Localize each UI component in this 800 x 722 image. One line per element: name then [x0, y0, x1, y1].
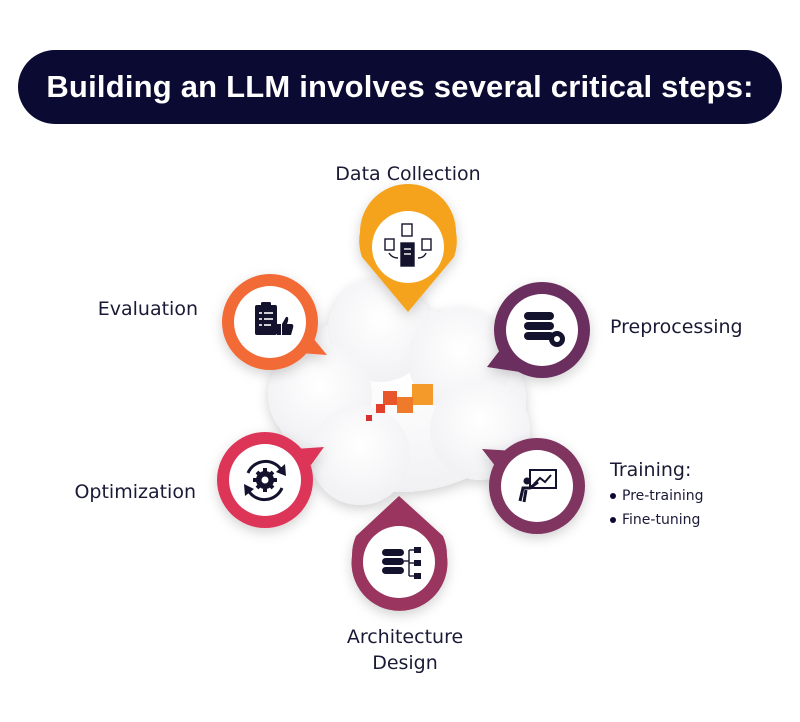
training-sub-item: Pre-training [610, 484, 704, 508]
presentation-board-icon [518, 469, 557, 503]
label-architecture-design: Architecture Design [320, 624, 490, 676]
label-data-collection: Data Collection [335, 163, 481, 185]
training-title: Training: [610, 459, 692, 481]
clipboard-thumbs-up-icon [255, 302, 294, 335]
brand-logo-icon [366, 384, 433, 421]
design-line: Design [372, 652, 438, 674]
label-evaluation: Evaluation [97, 298, 198, 320]
label-training: Training: Pre-training Fine-tuning [610, 458, 704, 532]
training-sub-item: Fine-tuning [610, 508, 704, 532]
database-gear-icon [524, 312, 565, 347]
database-network-icon [382, 547, 421, 579]
gear-cycle-icon [244, 459, 286, 502]
architecture-line: Architecture [346, 626, 464, 648]
label-preprocessing: Preprocessing [610, 316, 743, 338]
training-sub-list: Pre-training Fine-tuning [610, 484, 704, 532]
documents-server-icon [384, 223, 432, 267]
pin-training [482, 438, 585, 534]
page-title: Building an LLM involves several critica… [46, 69, 754, 104]
label-optimization: Optimization [74, 481, 196, 503]
title-banner: Building an LLM involves several critica… [18, 50, 782, 124]
